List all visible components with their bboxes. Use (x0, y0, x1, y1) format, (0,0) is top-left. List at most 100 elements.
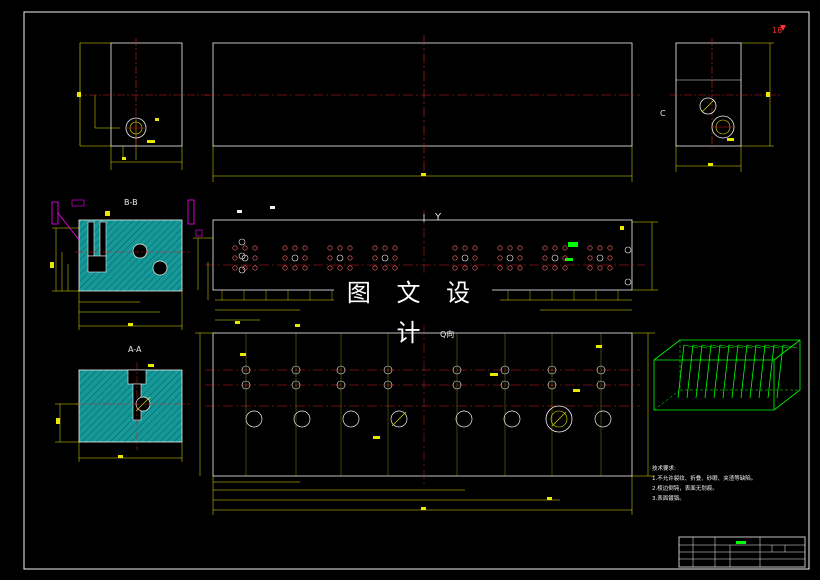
iso-pipe (767, 344, 775, 399)
drawing-frame (23, 11, 810, 570)
plan-hole (327, 265, 333, 271)
plan-hole (232, 265, 238, 271)
q-lower-hole (293, 410, 311, 428)
plan-hole (497, 245, 503, 251)
plan-hole (624, 278, 632, 286)
plan-hole (597, 245, 603, 251)
iso-pipe-branch (773, 344, 789, 349)
tech-notes-title: 技术要求: (652, 466, 676, 472)
plan-hole (452, 255, 458, 261)
iso-pipe (758, 344, 766, 399)
iso-pipe-branch (782, 344, 798, 349)
plan-hole (452, 245, 458, 251)
section-label-aa: A-A (128, 345, 142, 354)
iso-pipe (686, 344, 694, 399)
section-label-bb: B-B (124, 198, 138, 207)
plan-hole (461, 254, 469, 262)
plan-hole (232, 255, 238, 261)
tech-note-2: 2.棱边倒钝，表面无划痕。 (652, 486, 718, 492)
iso-pipe-branch (764, 344, 780, 349)
iso-pipe (677, 344, 685, 399)
plan-hole (552, 245, 558, 251)
plan-hole (472, 255, 478, 261)
plan-hole (587, 245, 593, 251)
iso-pipe (713, 344, 721, 399)
q-hole-leader (551, 411, 567, 427)
plan-hole (542, 265, 548, 271)
q-view-holes (241, 333, 612, 476)
plan-hole (252, 265, 258, 271)
plan-hole (517, 245, 523, 251)
plan-hole (587, 255, 593, 261)
plan-hole (517, 265, 523, 271)
iso-pipe (776, 344, 784, 399)
plan-hole (507, 265, 513, 271)
plan-hole (238, 266, 246, 274)
plan-hole (562, 245, 568, 251)
plan-hole (382, 245, 388, 251)
plan-hole (292, 265, 298, 271)
plan-hole (347, 245, 353, 251)
view-label-q: Q向 (440, 330, 455, 339)
plan-hole (302, 265, 308, 271)
plan-hole (517, 255, 523, 261)
plan-hole (597, 265, 603, 271)
plan-hole (452, 265, 458, 271)
plan-hole (472, 245, 478, 251)
q-direction-view (195, 325, 655, 515)
iso-pipe-branch (737, 344, 753, 349)
plan-hole (347, 265, 353, 271)
plan-hole (587, 265, 593, 271)
q-lower-hole (503, 410, 521, 428)
plan-hole (497, 255, 503, 261)
iso-pipe (740, 344, 748, 399)
plan-hole (282, 265, 288, 271)
plan-hole (462, 245, 468, 251)
plan-hole (462, 265, 468, 271)
top-front-view (205, 35, 640, 182)
svg-text:18: 18 (772, 26, 782, 35)
iso-pipe-branch (728, 344, 744, 349)
q-large-bore (545, 405, 573, 433)
plan-hole (282, 245, 288, 251)
plan-hole (238, 238, 246, 246)
plan-hole (497, 265, 503, 271)
plan-hole (552, 265, 558, 271)
plan-hole (372, 245, 378, 251)
iso-pipe-branch (719, 344, 735, 349)
q-lower-hole (342, 410, 360, 428)
title-block (678, 536, 806, 568)
plan-hole (392, 245, 398, 251)
iso-pipe (722, 344, 730, 399)
iso-pipe-branch (710, 344, 726, 349)
plan-hole (242, 245, 248, 251)
plan-hole (372, 265, 378, 271)
plan-hole (607, 255, 613, 261)
iso-pipe-branch (701, 344, 717, 349)
plan-hole (336, 254, 344, 262)
tech-note-3: 3.表面镀铬。 (652, 496, 685, 502)
plan-hole (392, 255, 398, 261)
plan-hole (562, 265, 568, 271)
plan-hole (624, 246, 632, 254)
aa-section-view (55, 362, 190, 462)
plan-hole (347, 255, 353, 261)
plan-hole (337, 245, 343, 251)
view-label-c: C (660, 109, 666, 118)
iso-pipe-branch (692, 344, 708, 349)
plan-hole (292, 245, 298, 251)
bb-section-view (50, 199, 195, 330)
plan-hole (562, 255, 568, 261)
plan-hole (282, 255, 288, 261)
top-left-side-view (75, 38, 210, 170)
iso-pipe-branch (755, 344, 771, 349)
plan-hole (542, 255, 548, 261)
plan-hole (327, 255, 333, 261)
q-lower-hole (455, 410, 473, 428)
plan-hole (607, 245, 613, 251)
plan-hole (507, 245, 513, 251)
plan-hole-pattern (221, 238, 632, 300)
plan-hole (372, 255, 378, 261)
plan-hole (291, 254, 299, 262)
